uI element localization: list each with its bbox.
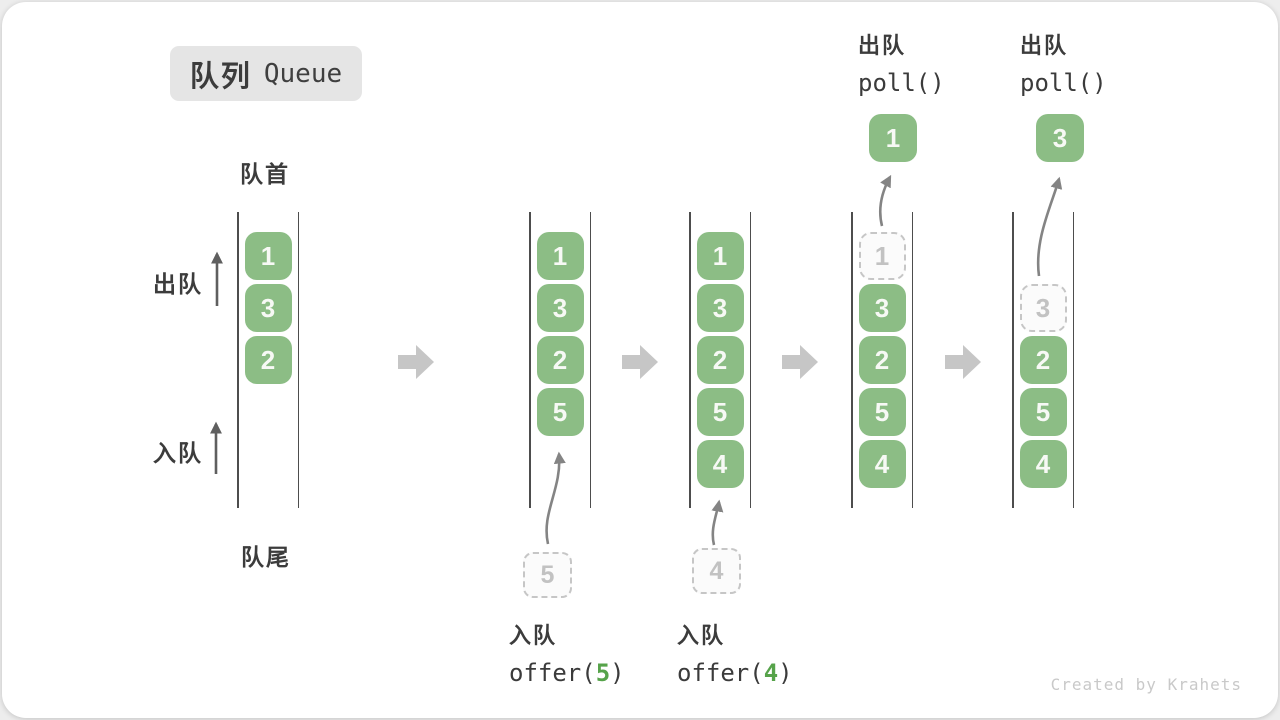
- queue-element-box: 4: [858, 440, 906, 488]
- queue-element-box: 3: [858, 284, 906, 332]
- queue-element-box: 2: [244, 336, 292, 384]
- queue-wall-line: [911, 212, 913, 508]
- queue-wall-line: [589, 212, 591, 508]
- queue-front-label: 队首: [240, 161, 290, 187]
- title-zh: 队列: [189, 60, 252, 93]
- queue-wall-line: [1072, 212, 1074, 508]
- code-arg: 5: [595, 659, 611, 687]
- code-text: ): [610, 659, 625, 687]
- title-badge: 队列 Queue: [170, 46, 362, 101]
- operation-dequeue-3: 出队 poll(): [1020, 28, 1107, 97]
- operation-code: offer(5): [509, 659, 625, 687]
- queue-element-box: 2: [536, 336, 584, 384]
- watermark: Created by Krahets: [1050, 675, 1242, 694]
- queue-wall-line: [749, 212, 751, 508]
- code-arg: 4: [763, 659, 779, 687]
- queue-element-box: 1: [536, 232, 584, 280]
- incoming-element-box: 5: [523, 552, 572, 598]
- queue-element-box: 5: [536, 388, 584, 436]
- queue-wall-line: [851, 212, 853, 508]
- code-text: ): [778, 659, 793, 687]
- operation-name: 入队: [509, 623, 558, 648]
- queue-wall-line: [689, 212, 691, 508]
- removed-slot-box: 1: [858, 232, 906, 280]
- queue-element-box: 1: [696, 232, 744, 280]
- queue-element-box: 4: [1019, 440, 1067, 488]
- queue-element-box: 5: [858, 388, 906, 436]
- flow-arrow-icon: [782, 345, 818, 379]
- queue-element-box: 2: [696, 336, 744, 384]
- queue-rear-label: 队尾: [241, 544, 291, 570]
- queue-wall-line: [237, 212, 239, 508]
- polled-element-box: 1: [869, 114, 917, 162]
- operation-dequeue-1: 出队 poll(): [858, 28, 945, 97]
- code-text: offer(: [677, 659, 764, 687]
- enqueue-4-arrow-icon: [711, 499, 724, 546]
- operation-enqueue-5: 入队 offer(5): [509, 618, 625, 687]
- queue-element-box: 3: [536, 284, 584, 332]
- operation-code: poll(): [858, 69, 945, 97]
- queue-element-box: 5: [1019, 388, 1067, 436]
- queue-wall-line: [1012, 212, 1014, 508]
- queue-element-box: 3: [244, 284, 292, 332]
- enqueue-direction-label: 入队: [153, 440, 203, 466]
- queue-element-box: 5: [696, 388, 744, 436]
- operation-name: 出队: [1020, 33, 1069, 58]
- operation-code: poll(): [1020, 69, 1107, 97]
- queue-element-box: 4: [696, 440, 744, 488]
- queue-element-box: 3: [696, 284, 744, 332]
- operation-enqueue-4: 入队 offer(4): [677, 618, 793, 687]
- queue-element-box: 2: [858, 336, 906, 384]
- incoming-element-box: 4: [692, 548, 741, 594]
- title-en: Queue: [263, 58, 343, 89]
- dequeue-direction-label: 出队: [153, 271, 203, 297]
- queue-wall-line: [297, 212, 299, 508]
- queue-element-box: 2: [1019, 336, 1067, 384]
- flow-arrow-icon: [398, 345, 434, 379]
- flow-arrow-icon: [622, 345, 658, 379]
- operation-name: 入队: [677, 623, 726, 648]
- operation-code: offer(4): [677, 659, 793, 687]
- operation-name: 出队: [858, 33, 907, 58]
- queue-wall-line: [529, 212, 531, 508]
- polled-element-box: 3: [1036, 114, 1084, 162]
- code-text: offer(: [509, 659, 596, 687]
- queue-element-box: 1: [244, 232, 292, 280]
- removed-slot-box: 3: [1019, 284, 1067, 332]
- flow-arrow-icon: [945, 345, 981, 379]
